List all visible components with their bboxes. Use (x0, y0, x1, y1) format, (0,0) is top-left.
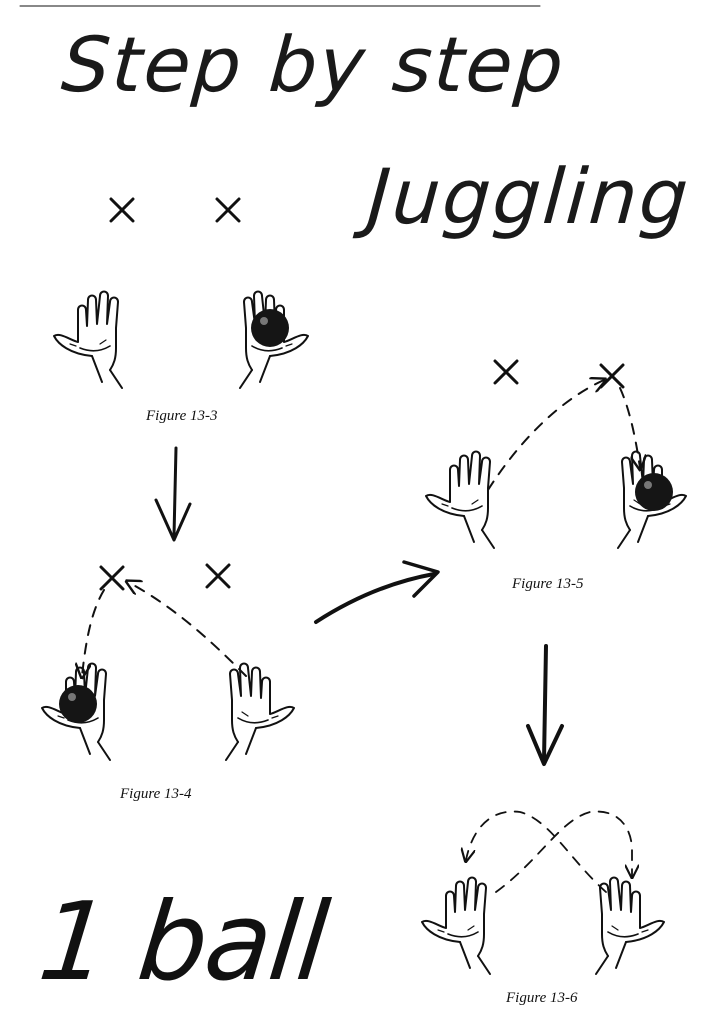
figure-13-3 (53, 197, 309, 389)
x-mark-icon (99, 565, 125, 591)
x-mark-icon (109, 197, 135, 223)
x-mark-icon (493, 359, 519, 385)
x-mark-icon (205, 563, 231, 589)
x-mark-icon (215, 197, 241, 223)
open-hand-icon (53, 290, 123, 389)
ball-icon (635, 473, 673, 511)
figure-13-5-caption: Figure 13-5 (512, 576, 584, 592)
arrow-icon (314, 560, 440, 624)
figure-13-4-caption: Figure 13-4 (120, 786, 192, 802)
ball-icon (251, 309, 289, 347)
figure-13-3-caption: Figure 13-3 (146, 408, 218, 424)
figure-13-6-caption: Figure 13-6 (506, 990, 578, 1006)
ball-count-label: 1 ball (33, 880, 333, 1005)
ball-icon (59, 685, 97, 723)
arrow-icon (526, 644, 564, 766)
x-mark-icon (599, 363, 625, 389)
figure-13-4 (41, 563, 295, 761)
arrow-icon (154, 446, 192, 542)
open-hand-icon (421, 876, 491, 975)
figure-13-6 (421, 810, 665, 975)
title-line-2: Juggling (364, 152, 693, 241)
title-line-1: Step by step (58, 20, 569, 109)
open-hand-icon (225, 662, 295, 761)
figure-13-5 (425, 359, 687, 549)
open-hand-icon (425, 450, 495, 549)
